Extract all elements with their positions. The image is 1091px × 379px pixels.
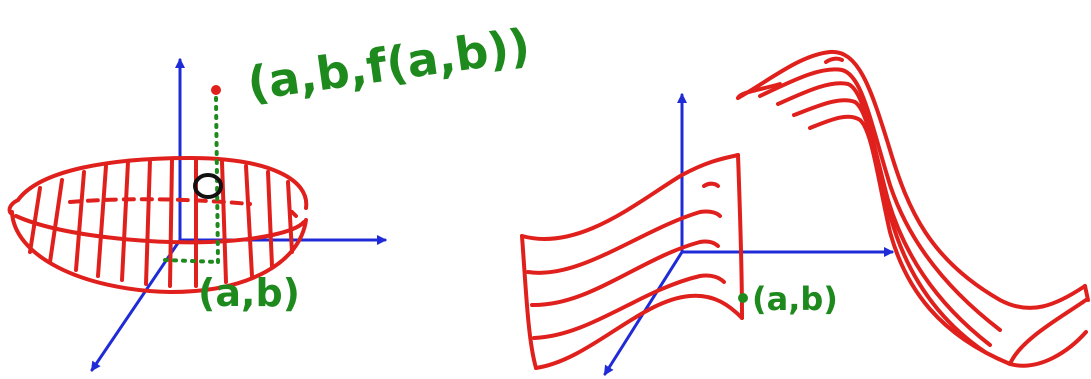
left-surface	[7, 156, 309, 294]
label-point-3d: (a,b,f(a,b))	[244, 18, 533, 111]
right-surface-sheet	[520, 153, 744, 370]
left-axes	[90, 58, 387, 372]
label-point-2d-right: (a,b)	[752, 280, 838, 318]
surface-point-circle	[193, 173, 223, 199]
point-2d-right-marker	[738, 293, 748, 303]
label-point-2d-left: (a,b)	[198, 271, 300, 315]
right-surface-ribbon	[736, 49, 1090, 368]
right-figure: (a,b)	[520, 49, 1090, 376]
left-figure: (a,b,f(a,b)) (a,b)	[7, 18, 533, 372]
point-3d-marker	[211, 85, 221, 95]
